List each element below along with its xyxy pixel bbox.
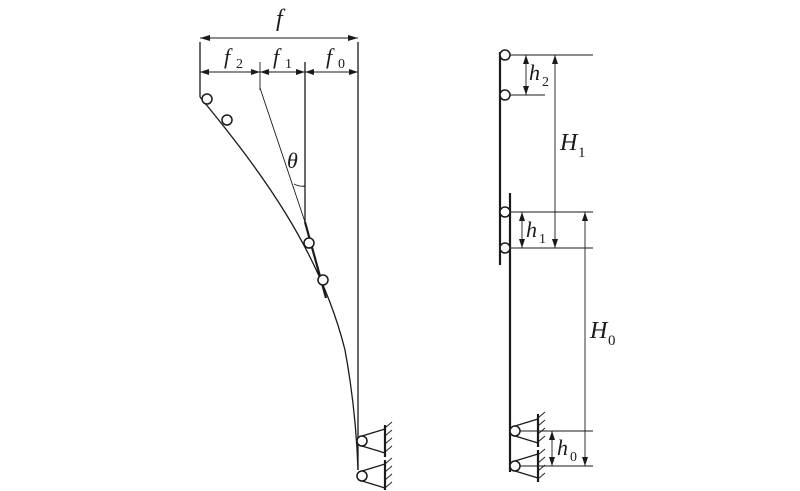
right-roller-4 <box>499 242 511 254</box>
f-arrow-right <box>348 35 358 41</box>
lower-segment-line <box>303 221 328 299</box>
f1-subscript: 1 <box>285 57 292 72</box>
right-roller-1 <box>499 49 511 61</box>
roller-top-2 <box>221 114 233 126</box>
support-roller-1 <box>356 435 368 447</box>
f0-arrow-left <box>305 69 314 75</box>
H0-label: H <box>589 318 609 344</box>
h0-arrow-top <box>549 431 555 440</box>
right-support-roller-2 <box>509 460 521 472</box>
f2-arrow-left <box>200 69 209 75</box>
h0-arrow-bottom <box>549 457 555 466</box>
h1-subscript: 1 <box>539 232 546 247</box>
right-figure: h 2 H 1 h 1 H 0 h 0 <box>498 49 616 482</box>
f1-label: f <box>273 44 282 69</box>
H1-label: H <box>559 130 579 156</box>
h2-arrow-bottom <box>523 86 529 95</box>
f1-arrow-left <box>260 69 269 75</box>
deflection-curve <box>199 96 359 471</box>
f-arrow-left <box>200 35 210 41</box>
support-roller-2 <box>356 470 368 482</box>
theta-label: θ <box>287 148 298 173</box>
H1-arrow-top <box>552 55 558 64</box>
h1-arrow-bottom <box>519 239 525 248</box>
h2-arrow-top <box>523 55 529 64</box>
H1-subscript: 1 <box>578 145 586 161</box>
f2-arrow-right <box>251 69 260 75</box>
f0-subscript: 0 <box>338 57 345 72</box>
h0-subscript: 0 <box>570 450 577 465</box>
H1-arrow-bottom <box>552 239 558 248</box>
left-figure: f f 2 f 1 f 0 θ <box>199 6 393 490</box>
right-support-roller-1 <box>509 425 521 437</box>
f1-arrow-right <box>296 69 305 75</box>
f2-label: f <box>224 44 233 69</box>
theta-arc <box>293 183 306 187</box>
h1-arrow-top <box>519 212 525 221</box>
f0-arrow-right <box>349 69 358 75</box>
h0-label: h <box>557 435 568 460</box>
roller-mid-1 <box>303 237 315 249</box>
H0-arrow-bottom <box>582 457 588 466</box>
f0-label: f <box>326 44 335 69</box>
H0-arrow-top <box>582 212 588 221</box>
bottom-support-left <box>356 421 393 490</box>
h2-label: h <box>529 60 540 85</box>
f-label: f <box>276 6 286 32</box>
h2-subscript: 2 <box>542 75 549 90</box>
roller-mid-2 <box>317 274 329 286</box>
bottom-support-right <box>509 411 546 482</box>
f2-subscript: 2 <box>236 57 243 72</box>
roller-top-1 <box>201 93 213 105</box>
right-roller-3 <box>499 206 511 218</box>
h1-label: h <box>526 217 537 242</box>
H0-subscript: 0 <box>608 333 616 349</box>
right-roller-2 <box>499 89 511 101</box>
tangent-line <box>259 87 306 223</box>
